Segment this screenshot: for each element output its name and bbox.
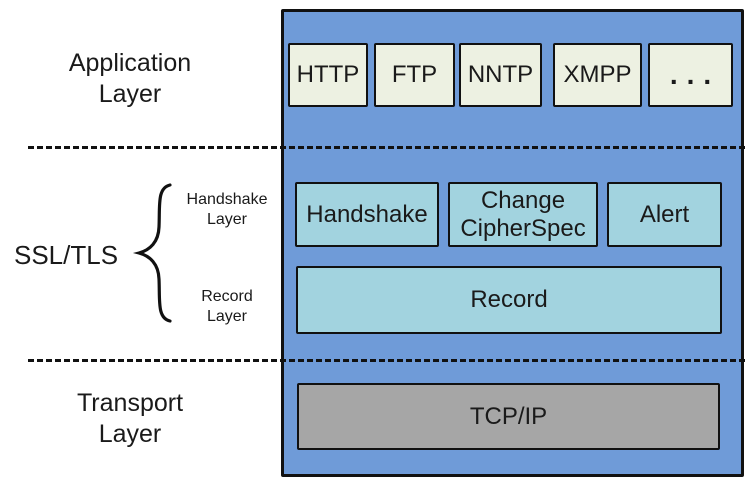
protocol-box-http: HTTP [288, 43, 368, 107]
protocol-box-ftp: FTP [374, 43, 455, 107]
application-layer-label-line1: Application [68, 49, 192, 77]
ssl-brace-icon [132, 183, 172, 323]
ssl-box-alert: Alert [607, 182, 722, 247]
protocol-stack-container: HTTP FTP NNTP XMPP ... Handshake Change … [281, 9, 744, 477]
ssl-tls-label: SSL/TLS [14, 240, 119, 270]
transport-box-tcpip: TCP/IP [297, 383, 720, 450]
layer-separator-bottom [28, 359, 745, 362]
application-layer-label: Application Layer [20, 48, 240, 110]
record-layer-label-line1: Record [201, 288, 253, 305]
protocol-box-ellipsis: ... [648, 43, 733, 107]
layer-separator-top [28, 146, 745, 149]
ssl-box-handshake: Handshake [295, 182, 439, 247]
protocol-box-nntp: NNTP [459, 43, 542, 107]
record-layer-label: Record Layer [172, 287, 282, 327]
transport-layer-label: Transport Layer [20, 388, 240, 450]
record-layer-label-line2: Layer [206, 308, 248, 325]
application-layer-label-line2: Layer [98, 80, 162, 108]
handshake-layer-label: Handshake Layer [172, 190, 282, 230]
transport-layer-label-line2: Layer [98, 420, 162, 448]
protocol-box-xmpp: XMPP [553, 43, 642, 107]
transport-layer-label-line1: Transport [76, 389, 184, 417]
ssl-box-record: Record [296, 266, 722, 334]
handshake-layer-label-line1: Handshake [186, 191, 268, 208]
ssl-box-change-cipherspec: Change CipherSpec [448, 182, 598, 247]
handshake-layer-label-line2: Layer [206, 211, 248, 228]
